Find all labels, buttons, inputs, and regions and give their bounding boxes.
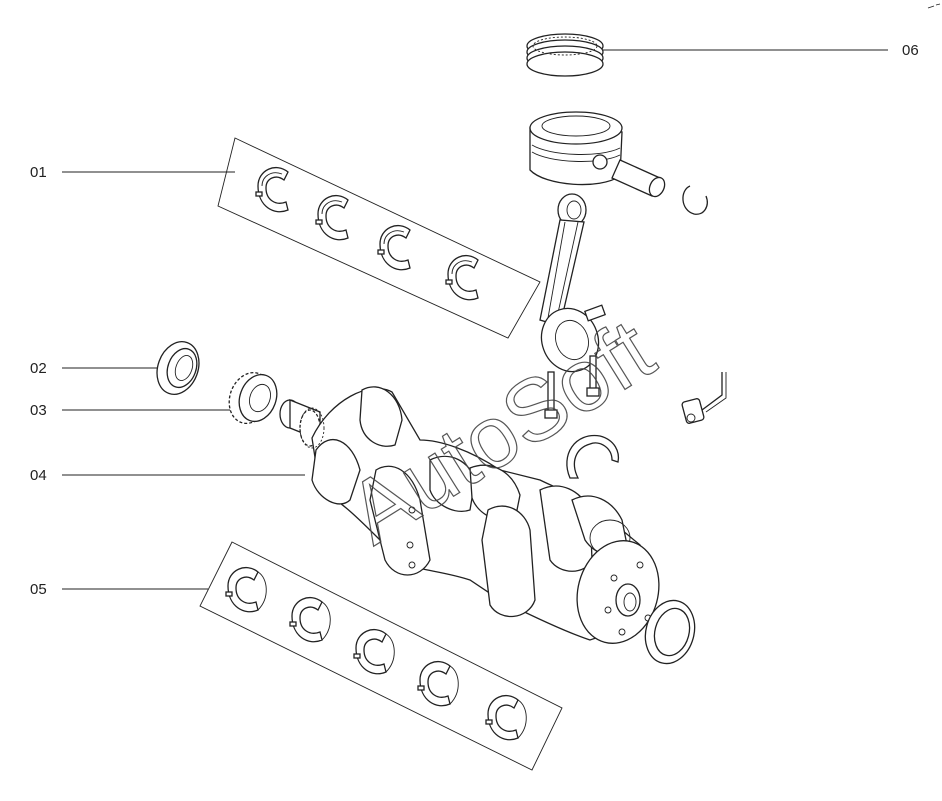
piston-oil-jet [681, 372, 727, 424]
callout-06: 06 [600, 42, 919, 59]
bearing-shell-1 [255, 166, 289, 213]
callout-04: 04 [30, 467, 305, 484]
callout-label-05: 05 [30, 581, 47, 598]
piston-pin-circlip [682, 185, 708, 215]
connecting-rod-bolt-2 [586, 355, 600, 397]
crankshaft-sprocket [228, 371, 278, 425]
bearing-shell-3 [377, 224, 411, 271]
callout-label-03: 03 [30, 402, 47, 419]
thrust-washer [566, 434, 620, 479]
bearing-shell-6 [289, 596, 331, 643]
rear-oil-seal [644, 599, 696, 665]
callout-02: 02 [30, 360, 160, 377]
bearing-shell-4 [445, 254, 479, 301]
connecting-rod [539, 193, 607, 373]
callout-label-06: 06 [902, 42, 919, 59]
piston-rings [526, 33, 604, 77]
front-oil-seal [156, 341, 200, 395]
piston-pin [611, 159, 666, 198]
crankshaft [279, 386, 660, 644]
bearing-shell-7 [353, 628, 395, 675]
piston [529, 111, 623, 186]
corner-mark [927, 3, 941, 9]
callout-05: 05 [30, 581, 208, 598]
bearing-shell-8 [417, 660, 459, 707]
callout-label-02: 02 [30, 360, 47, 377]
callout-label-01: 01 [30, 164, 47, 181]
bearing-shell-9 [485, 694, 527, 741]
upper-main-bearing-set [217, 137, 541, 339]
lower-main-bearing-set [199, 541, 563, 771]
callout-label-04: 04 [30, 467, 47, 484]
callout-01: 01 [30, 164, 235, 181]
bearing-shell-5 [225, 566, 267, 613]
bearing-shell-2 [315, 194, 349, 241]
connecting-rod-bolt-1 [544, 371, 558, 419]
callout-03: 03 [30, 402, 230, 419]
